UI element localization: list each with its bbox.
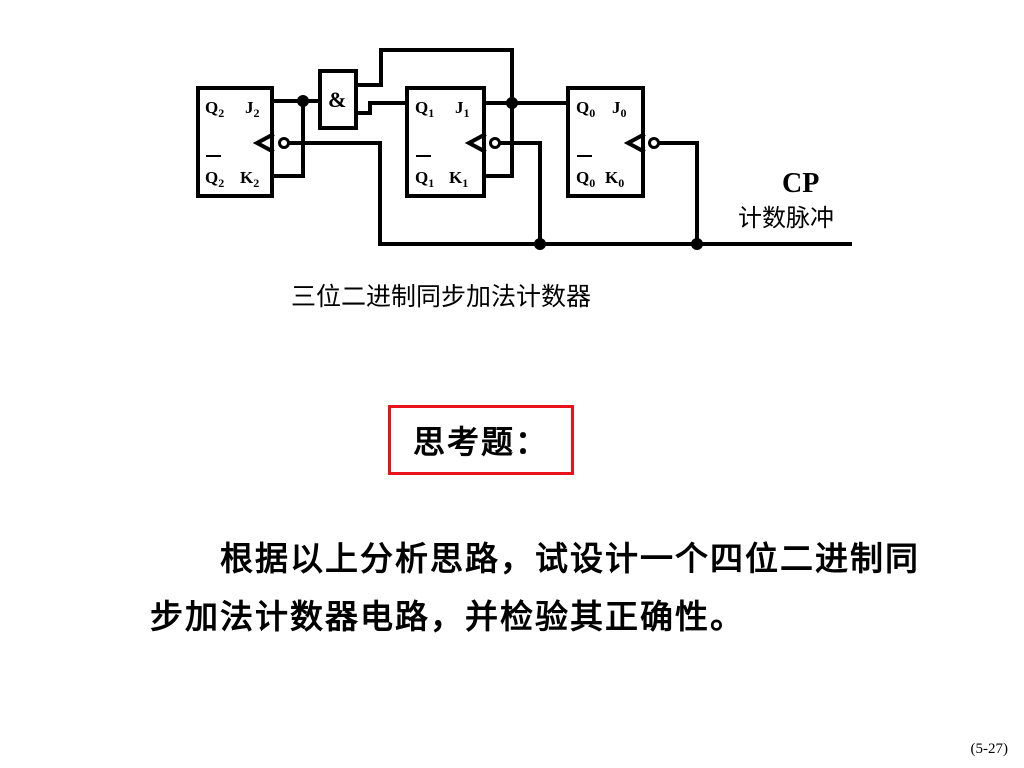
wire-k1 — [482, 101, 514, 178]
ff0-clock-triangle — [623, 132, 646, 154]
thinking-question-title: 思考题： — [388, 405, 574, 475]
wire-q1-to-and — [354, 101, 409, 115]
thinking-question-label: 思考题： — [412, 423, 549, 461]
flip-flop-1 — [405, 86, 486, 198]
page-number: (5-27) — [970, 741, 1009, 757]
ff2-clock-triangle — [252, 132, 275, 154]
ff2-k-label: K2 — [240, 168, 259, 190]
cp-caption: 计数脉冲 — [738, 204, 834, 232]
ff0-j-label: J0 — [612, 98, 627, 120]
junction-dot — [506, 97, 518, 109]
diagram-caption: 三位二进制同步加法计数器 — [291, 282, 591, 311]
ff1-k-label: K1 — [449, 168, 468, 190]
ff1-qbar-label: Q1 — [415, 168, 434, 190]
wire-clock-ff2 — [287, 141, 382, 246]
ff2-j-label: J2 — [245, 98, 260, 120]
wire-k2 — [270, 99, 305, 178]
question-text: 根据以上分析思路，试设计一个四位二进制同步加法计数器电路，并检验其正确性。 — [150, 539, 920, 636]
junction-dot — [297, 95, 309, 107]
ff1-clock-triangle — [464, 132, 487, 154]
counter-circuit-diagram: Q2 J2 Q2 K2 Q1 J1 Q1 K1 Q0 J0 Q0 K0 & CP… — [196, 48, 852, 311]
ff2-qbar-label: Q2 — [205, 168, 224, 190]
and-gate-label: & — [328, 87, 346, 112]
wire-clock-ff0 — [657, 141, 699, 246]
ff1-q-label: Q1 — [415, 98, 434, 120]
wire-clock-ff1 — [498, 141, 542, 246]
ff1-j-label: J1 — [455, 98, 470, 120]
cp-label: CP — [782, 168, 819, 199]
flip-flop-2 — [196, 86, 274, 198]
ff0-qbar-label: Q0 — [576, 168, 595, 190]
wire-q0-to-and — [354, 48, 514, 105]
flip-flop-0 — [566, 86, 645, 198]
junction-dot — [534, 238, 546, 250]
ff2-q-label: Q2 — [205, 98, 224, 120]
ff0-q-label: Q0 — [576, 98, 595, 120]
ff0-k-label: K0 — [605, 168, 624, 190]
junction-dot — [691, 238, 703, 250]
